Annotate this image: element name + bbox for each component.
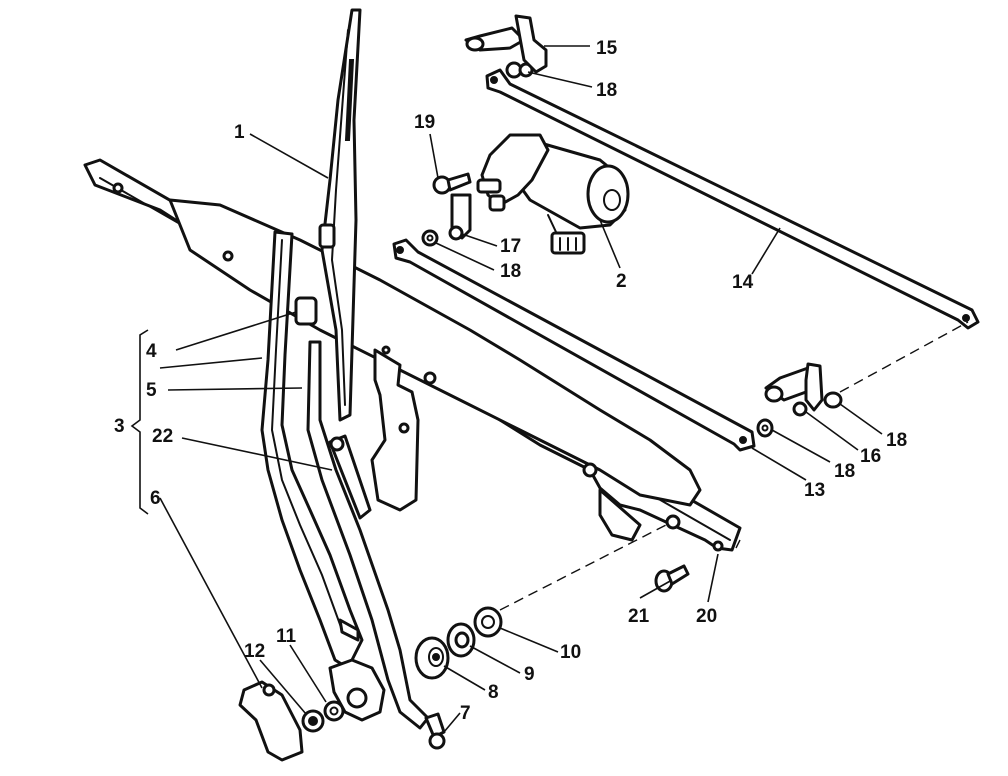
callout-18-left: 18 [500, 261, 521, 282]
linkage-rod-13 [392, 238, 756, 452]
callout-9: 9 [524, 664, 535, 685]
callout-1: 1 [234, 122, 245, 143]
linkage-rod-14 [485, 68, 980, 330]
callout-18-right: 18 [886, 430, 907, 451]
callout-11: 11 [276, 626, 297, 647]
callout-21: 21 [628, 606, 650, 627]
bolt-21 [654, 564, 690, 593]
wiper-motor [476, 133, 630, 255]
callout-22: 22 [152, 426, 173, 447]
callout-2: 2 [616, 271, 627, 292]
assembly-lines [499, 321, 969, 611]
leader-lines [130, 45, 883, 733]
mounting-frame [83, 158, 742, 552]
callout-18-mid: 18 [834, 461, 855, 482]
spindle-nut-8 [414, 636, 450, 680]
washer-18-c [756, 391, 843, 438]
wiper-arm [260, 230, 430, 730]
callout-19: 19 [414, 112, 435, 133]
washer-10 [473, 606, 503, 638]
callout-10: 10 [560, 642, 581, 663]
callout-3: 3 [114, 416, 125, 437]
callout-17: 17 [500, 236, 521, 257]
callout-13: 13 [804, 480, 825, 501]
callout-5: 5 [146, 380, 157, 401]
bolt-19 [432, 172, 472, 195]
bracket-17 [448, 193, 472, 241]
callout-18-top: 18 [596, 80, 617, 101]
arm-fasteners [238, 680, 345, 762]
spindle-16 [764, 362, 824, 417]
callouts: 1 2 3 4 5 6 7 8 9 10 11 12 13 14 15 16 1… [114, 38, 907, 724]
callout-12: 12 [244, 641, 265, 662]
callout-4: 4 [146, 341, 157, 362]
callout-20: 20 [696, 606, 717, 627]
callout-7: 7 [460, 703, 471, 724]
callout-14: 14 [732, 272, 754, 293]
spindle-15 [464, 14, 548, 74]
callout-15: 15 [596, 38, 618, 59]
screw-7 [424, 712, 446, 750]
washer-9 [446, 622, 476, 658]
callout-8: 8 [488, 682, 499, 703]
callout-6: 6 [150, 488, 161, 509]
washer-18-a [421, 229, 439, 247]
callout-16: 16 [860, 446, 881, 467]
wiper-blade [318, 8, 362, 422]
